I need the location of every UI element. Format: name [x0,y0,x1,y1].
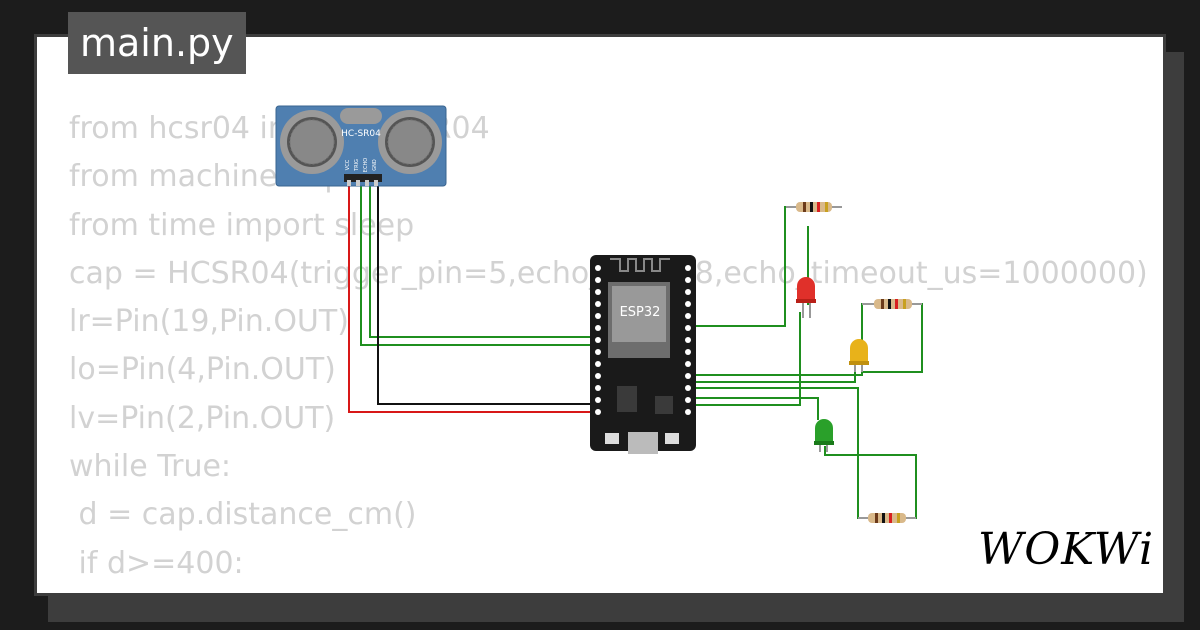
esp32-board: ESP32 [590,255,696,454]
left-pin-header [595,265,601,415]
wire-led-yellow-b [690,368,856,383]
code-line: lo=Pin(4,Pin.OUT) [69,352,336,388]
wokwi-logo: WOKWi [978,524,1155,575]
resistor-3 [858,513,916,523]
code-line: from time import sleep [69,207,415,243]
wire-vcc [348,180,593,413]
resistor-2 [862,299,922,309]
file-name-tab[interactable]: main.py [68,12,246,74]
code-line: while True: [69,449,232,485]
sensor-pin-label: GND [372,159,378,171]
wire-led-green [690,397,819,420]
led-yellow [849,339,869,372]
wire-gnd-bus [690,312,801,406]
code-line: d = cap.distance_cm() [69,497,417,533]
led-red [796,277,816,318]
code-line: if d>=400: [69,545,244,581]
code-line: lr=Pin(19,Pin.OUT) [69,304,349,340]
hcsr04-sensor: HC-SR04 VCC TRIG ECHO GND [275,105,447,187]
wire-led-red [690,206,840,327]
wire-gnd [377,180,593,405]
sensor-pin-label: ECHO [363,158,369,172]
wire-led-green-b [690,387,917,519]
sensor-pin-label: TRIG [354,159,360,172]
wire-echo [369,180,595,338]
code-line: lv=Pin(2,Pin.OUT) [69,400,336,436]
resistor-1 [786,202,842,212]
led-green [814,419,834,452]
right-pin-header [685,265,691,415]
wire-led-yellow [690,303,923,376]
board-label: ESP32 [620,305,661,320]
sensor-pin-label: VCC [345,159,351,170]
sensor-label: HC-SR04 [341,129,381,139]
